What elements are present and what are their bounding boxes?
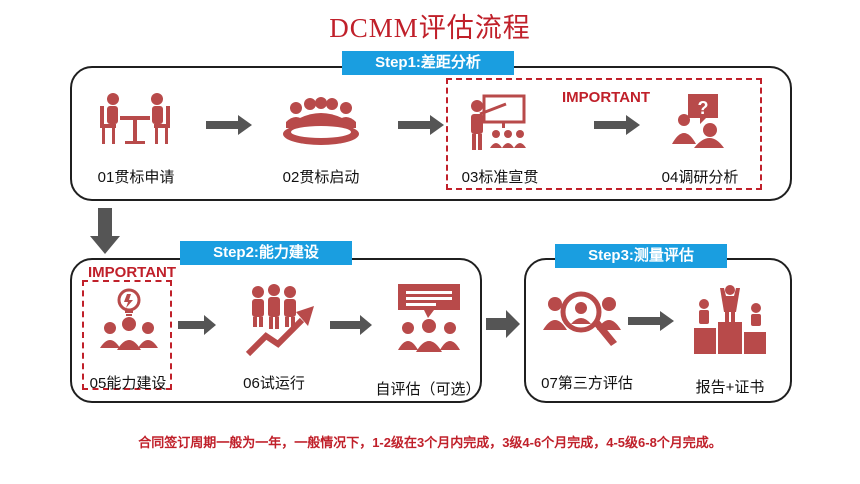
node-label-01: 01贯标申请	[97, 169, 175, 186]
arrow-07-report	[628, 311, 674, 331]
meeting-icon	[100, 93, 170, 144]
step1-banner: Step1:差距分析	[342, 51, 514, 75]
podium-icon	[694, 285, 766, 354]
step3-banner: Step3:测量评估	[555, 244, 727, 268]
footnote: 合同签订周期一般为一年，一般情况下，1-2级在3个月内完成，3级4-6个月完成，…	[138, 435, 722, 450]
node-label-05: 05能力建设	[89, 375, 167, 392]
launch-meeting-icon	[283, 97, 359, 145]
important-label-step1: IMPORTANT	[562, 89, 651, 106]
arrow-05-06	[178, 315, 216, 335]
arrow-01-02	[206, 115, 252, 135]
important-box-step1	[446, 78, 762, 190]
node-label-06: 06试运行	[243, 375, 305, 392]
training-icon	[471, 94, 526, 150]
node-label-04: 04调研分析	[661, 169, 739, 186]
arrow-02-03	[398, 115, 444, 135]
node-label-07: 07第三方评估	[541, 375, 633, 392]
idea-team-icon	[100, 288, 158, 350]
step2-banner: Step2:能力建设	[180, 241, 352, 265]
arrow-06-self	[330, 315, 372, 335]
arrow-step2-step3	[486, 310, 520, 338]
discussion-icon	[398, 284, 460, 352]
survey-question-icon: ?	[672, 94, 724, 148]
svg-text:?: ?	[698, 98, 709, 118]
important-box-step2	[82, 280, 172, 390]
search-team-icon	[543, 291, 621, 346]
growth-team-icon	[245, 284, 314, 357]
node-label-02: 02贯标启动	[282, 169, 360, 186]
arrow-03-04	[594, 115, 640, 135]
node-label-03: 03标准宣贯	[461, 169, 539, 186]
node-label-report: 报告+证书	[695, 379, 765, 396]
important-label-step2: IMPORTANT	[88, 264, 177, 281]
arrow-step1-step2	[90, 208, 120, 254]
node-label-self: 自评估（可选）	[375, 381, 481, 398]
page-title: DCMM评估流程	[329, 13, 531, 43]
